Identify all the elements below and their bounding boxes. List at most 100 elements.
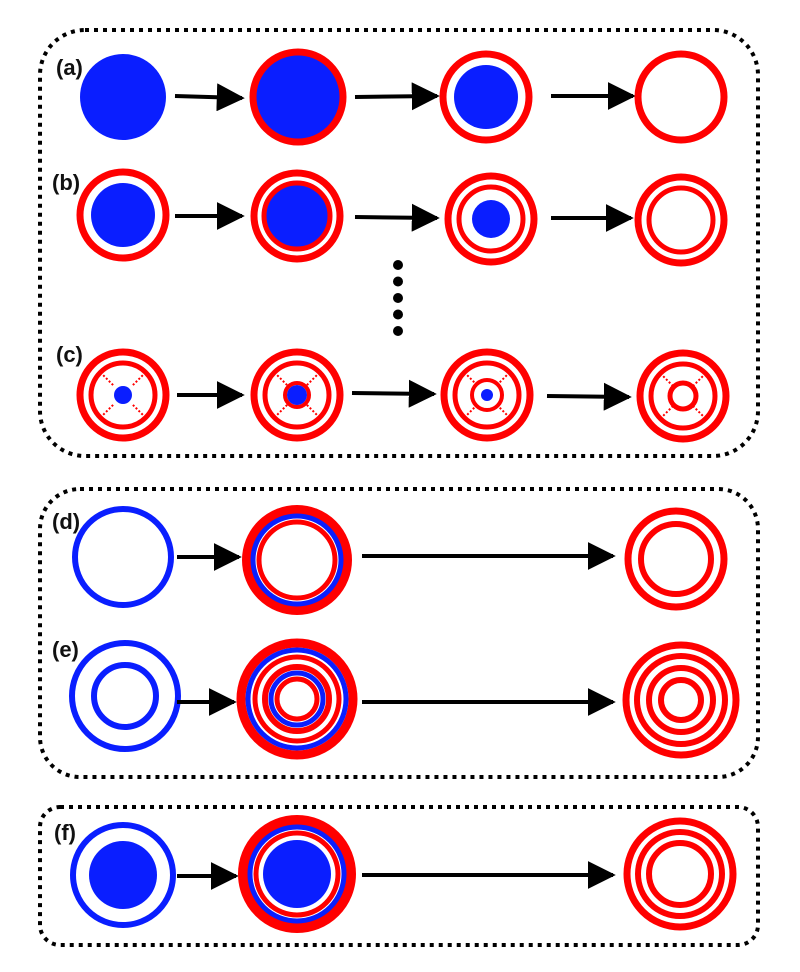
stage-a3-ring bbox=[439, 50, 533, 144]
row-a bbox=[80, 48, 728, 146]
dotted-diagonal-0 bbox=[496, 404, 509, 417]
stage-c2-ring-inner bbox=[262, 360, 332, 430]
stage-c3-ring-inner bbox=[452, 360, 522, 430]
stage-b4-ring-inner bbox=[646, 185, 716, 255]
dotted-diagonal-0 bbox=[692, 405, 705, 418]
stage-d1-ring bbox=[72, 506, 174, 608]
row-c bbox=[76, 348, 730, 443]
stage-a1-core bbox=[80, 54, 166, 140]
stage-e2-ring-4 bbox=[262, 664, 332, 734]
ellipsis-dot bbox=[393, 326, 403, 336]
dotted-diagonal-3 bbox=[275, 373, 288, 386]
stage-e2-ring-2 bbox=[245, 647, 349, 751]
stage-d3-ring-inner bbox=[638, 521, 714, 597]
group-frame-3 bbox=[38, 805, 760, 947]
stage-f1-core bbox=[89, 841, 157, 909]
stage-a2-ring bbox=[249, 48, 347, 146]
stage-d2 bbox=[242, 505, 352, 615]
stage-f2 bbox=[238, 815, 356, 933]
stage-c1-core bbox=[114, 386, 132, 404]
dotted-diagonal-3 bbox=[101, 373, 114, 386]
row-b bbox=[76, 168, 728, 267]
row-f bbox=[70, 815, 737, 933]
stage-b4-ring-outer bbox=[634, 173, 728, 267]
stage-c4-ring-outer bbox=[636, 349, 730, 443]
dotted-diagonal-1 bbox=[132, 373, 145, 386]
row-label-d: (d) bbox=[52, 509, 80, 534]
stage-e2-ring-6 bbox=[274, 676, 320, 722]
stage-b2-ring-inner bbox=[261, 180, 333, 252]
ellipsis-dot bbox=[393, 309, 403, 320]
row-label-e: (e) bbox=[52, 637, 79, 662]
stage-a2-core bbox=[254, 53, 342, 141]
stage-c4-dotted-cross bbox=[661, 374, 705, 418]
arrow-c2 bbox=[351, 379, 437, 408]
stage-c2 bbox=[250, 348, 344, 442]
row-label-c: (c) bbox=[56, 342, 83, 367]
stage-a4-ring bbox=[634, 50, 728, 144]
dotted-diagonal-2 bbox=[465, 404, 478, 417]
stage-c3 bbox=[440, 348, 534, 442]
stage-d2-ring-inner bbox=[256, 519, 338, 601]
stage-d2-ring-blue bbox=[250, 513, 344, 607]
stage-e3-ring-4 bbox=[658, 677, 704, 723]
stage-e2-ring-3 bbox=[252, 654, 342, 744]
stage-d2-ring-red bbox=[242, 505, 352, 615]
stage-c1-ring-outer bbox=[76, 348, 170, 442]
ellipsis-dot bbox=[393, 260, 403, 270]
stage-e3-ring-2 bbox=[634, 653, 728, 747]
stage-f3-ring-2 bbox=[635, 829, 725, 919]
arrow-a2 bbox=[354, 82, 440, 111]
stage-b3-ring-outer bbox=[444, 172, 538, 266]
stage-c3-dotted-cross bbox=[465, 373, 509, 417]
stage-f2-ring-inner bbox=[253, 830, 341, 918]
ellipsis-dot bbox=[393, 293, 403, 303]
stage-b1-ring bbox=[76, 168, 170, 262]
stage-e3-ring-3 bbox=[646, 665, 716, 735]
dotted-diagonal-1 bbox=[692, 374, 705, 387]
ellipsis-dot bbox=[393, 276, 403, 287]
row-label-f: (f) bbox=[54, 820, 76, 845]
arrow-b2 bbox=[354, 203, 440, 232]
stage-a3-core bbox=[454, 65, 518, 129]
row-label-a: (a) bbox=[56, 55, 83, 80]
stage-e1-ring-outer bbox=[69, 640, 181, 752]
stage-e2-ring-1 bbox=[236, 638, 358, 760]
stage-d3-ring-outer bbox=[624, 507, 728, 611]
stage-c2-ring-outer bbox=[250, 348, 344, 442]
stage-c2-core bbox=[287, 385, 307, 405]
row-d bbox=[72, 505, 728, 615]
stage-f2-ring-red bbox=[238, 815, 356, 933]
dotted-diagonal-3 bbox=[661, 374, 674, 387]
dotted-diagonal-1 bbox=[306, 373, 319, 386]
arrow-a1 bbox=[174, 83, 245, 112]
stage-c3-core bbox=[481, 389, 493, 401]
stage-b2-core bbox=[265, 184, 329, 248]
stage-f3-ring-3 bbox=[646, 840, 714, 908]
stage-c4-ring-inner bbox=[648, 361, 718, 431]
ellipsis-dots bbox=[393, 260, 403, 336]
group-frame-1 bbox=[38, 28, 760, 458]
stage-f2-core bbox=[263, 840, 331, 908]
row-label-b: (b) bbox=[52, 170, 80, 195]
stage-c1 bbox=[76, 348, 170, 442]
dotted-diagonal-3 bbox=[465, 373, 478, 386]
stage-e3 bbox=[622, 641, 740, 759]
stage-b3-core bbox=[472, 200, 510, 238]
stage-c4 bbox=[636, 349, 730, 443]
stage-c3-core-ring bbox=[470, 378, 504, 412]
stage-e2-ring-5 bbox=[268, 670, 326, 728]
dotted-diagonal-0 bbox=[132, 404, 145, 417]
stage-f3 bbox=[623, 817, 737, 931]
stage-c1-dotted-cross bbox=[101, 373, 145, 417]
row-e bbox=[69, 638, 740, 760]
stage-f1-ring bbox=[70, 822, 176, 928]
dotted-diagonal-2 bbox=[275, 404, 288, 417]
stage-f2-ring-blue bbox=[247, 824, 347, 924]
stage-f3-ring-1 bbox=[623, 817, 737, 931]
stage-c3-ring-outer bbox=[440, 348, 534, 442]
stage-e2 bbox=[236, 638, 358, 760]
stage-c2-dotted-cross bbox=[275, 373, 319, 417]
dotted-diagonal-2 bbox=[101, 404, 114, 417]
